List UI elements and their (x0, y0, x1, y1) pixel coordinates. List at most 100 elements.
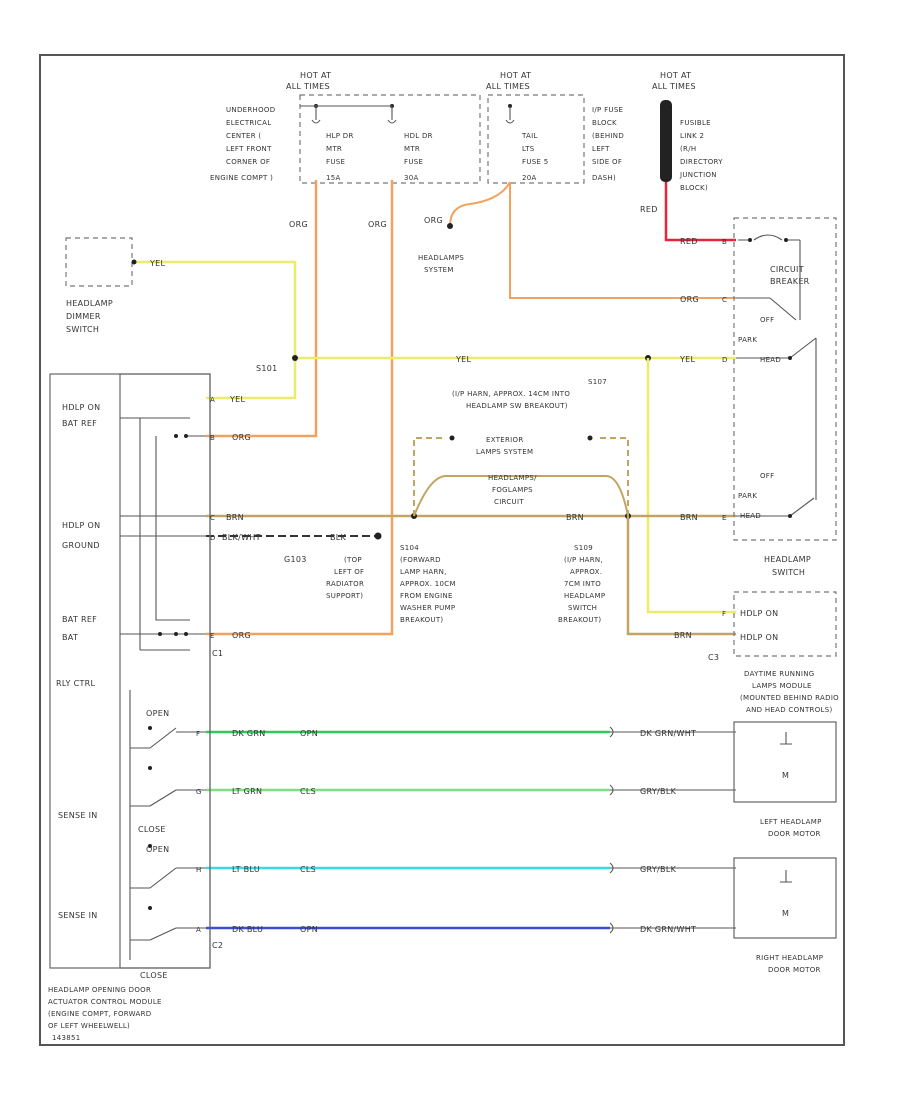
pin-c: C (210, 514, 215, 522)
underhood-label-6: ENGINE COMPT ) (210, 174, 273, 182)
left-motor-1: LEFT HEADLAMP (760, 818, 822, 826)
wire-org-bat (206, 180, 394, 636)
label-org-3: ORG (424, 216, 443, 225)
circuit-breaker-1: CIRCUIT (770, 265, 804, 274)
pin-a: A (210, 396, 215, 404)
label-cls: CLS (300, 787, 316, 796)
hot-label-tail-1: HOT AT (500, 71, 531, 80)
module-bat: BAT (62, 633, 78, 642)
label-lt-blu: LT BLU (232, 865, 260, 874)
pin-e1: E (722, 514, 727, 522)
module-bat-ref: BAT REF (62, 419, 97, 428)
label-brn-2: BRN (566, 513, 584, 522)
headlamps-system-connector (447, 223, 453, 229)
exterior-lamps-2: LAMPS SYSTEM (476, 448, 533, 456)
underhood-fuse-box (299, 94, 481, 184)
exterior-lamps-1: EXTERIOR (486, 436, 524, 444)
underhood-label-5: CORNER OF (226, 158, 270, 166)
circuit-breaker-2: BREAKER (770, 277, 810, 286)
module-sense-1: SENSE IN (58, 811, 98, 820)
label-blk-wht: BLK/WHT (222, 533, 261, 542)
hot-label-fusible-2: ALL TIMES (652, 82, 696, 91)
switch-off-1: OFF (760, 316, 774, 324)
s109-3: 7CM INTO (564, 580, 601, 588)
headlamps-system-2: SYSTEM (424, 266, 454, 274)
wire-org-circuit-breaker (509, 182, 736, 299)
s104-4: FROM ENGINE (400, 592, 453, 600)
hot-label-dimmer-2: ALL TIMES (286, 82, 330, 91)
module-open-1: OPEN (146, 709, 169, 718)
g103-1: (TOP (344, 556, 362, 564)
fuse-hdl-dr-4: 30A (404, 174, 419, 182)
drl-title-4: AND HEAD CONTROLS) (746, 706, 833, 714)
drl-hlp-on: HDLP ON (740, 609, 778, 618)
label-org-tan: ORG (232, 631, 251, 640)
drl-module: HDLP ON HDLP ON C3 DAYTIME RUNNING LAMPS… (708, 591, 839, 714)
label-org-bat: ORG (232, 433, 251, 442)
drl-c3: C3 (708, 653, 719, 662)
pin-a1: A (196, 926, 201, 934)
s109-4: HEADLAMP (564, 592, 605, 600)
g103-2: LEFT OF (334, 568, 364, 576)
underhood-electrical-center: HOT AT ALL TIMES UNDERHOOD ELECTRICAL CE… (210, 71, 481, 184)
fuse-hlp-dr-2: MTR (326, 145, 342, 153)
fuse-tail-4: 20A (522, 174, 537, 182)
label-dk-grn-wht-2: DK GRN/WHT (640, 925, 696, 934)
hot-label-fusible-1: HOT AT (660, 71, 691, 80)
s104-2: LAMP HARN, (400, 568, 447, 576)
pin-e: E (210, 632, 215, 640)
pin-d1: D (722, 356, 728, 364)
module-c1: C1 (212, 649, 223, 658)
drl-title-1: DAYTIME RUNNING (744, 670, 815, 678)
fuse-hdl-dr-1: HDL DR (404, 132, 433, 140)
left-motor-m: M (782, 771, 789, 780)
pin-f1: F (722, 610, 726, 618)
pin-c1: C (722, 296, 727, 304)
s104-5: WASHER PUMP (400, 604, 455, 612)
drl-title-2: LAMPS MODULE (752, 682, 812, 690)
underhood-label-3: CENTER ( (226, 132, 261, 140)
fuse-tail-3: FUSE 5 (522, 158, 549, 166)
underhood-label-2: ELECTRICAL (226, 119, 271, 127)
fusible-link: HOT AT ALL TIMES FUSIBLE LINK 2 (R/H DIR… (652, 71, 723, 192)
hl-fog-group-2: FOGLAMPS (492, 486, 533, 494)
s109-2: APPROX. (570, 568, 602, 576)
dimmer-label-2: DIMMER (66, 312, 101, 321)
headlamp-switch-label-2: SWITCH (772, 568, 805, 577)
right-headlamp-door-motor: M RIGHT HEADLAMP DOOR MOTOR (733, 857, 837, 974)
headlamp-dimmer-switch (65, 237, 133, 287)
module-title-1: HEADLAMP OPENING DOOR (48, 986, 151, 994)
fuse-hlp-dr-3: FUSE (326, 158, 345, 166)
switch-park-2: PARK (738, 492, 757, 500)
ground-g103: G103 (284, 555, 307, 564)
label-lt-grn: LT GRN (232, 787, 262, 796)
module-rly-ctrl: RLY CTRL (56, 679, 96, 688)
label-brn-right: BRN (680, 513, 698, 522)
pin-h: H (196, 866, 202, 874)
module-hlp-on-2: HDLP ON (62, 521, 100, 530)
dimmer-label-3: SWITCH (66, 325, 99, 334)
switch-park-1: PARK (738, 336, 757, 344)
label-dk-grn-wht: DK GRN/WHT (640, 729, 696, 738)
ip-block-3: (BEHIND (592, 132, 624, 140)
ip-block-5: SIDE OF (592, 158, 622, 166)
g103-4: SUPPORT) (326, 592, 363, 600)
fusible-4: DIRECTORY (680, 158, 723, 166)
module-close-2: CLOSE (140, 971, 168, 980)
fuse-hdl-dr-3: FUSE (404, 158, 423, 166)
label-org-2: ORG (368, 220, 387, 229)
hot-label-tail-2: ALL TIMES (486, 82, 530, 91)
diagram-frame (39, 54, 845, 1046)
fusible-3: (R/H (680, 145, 696, 153)
label-red-2: RED (680, 237, 698, 246)
drl-title-3: (MOUNTED BEHIND RADIO (740, 694, 839, 702)
switch-head-1: HEAD (760, 356, 781, 364)
fusible-link-body (660, 100, 672, 182)
switch-head-2: HEAD (740, 512, 761, 520)
ip-block-6: DASH) (592, 174, 616, 182)
fuse-hdl-dr-2: MTR (404, 145, 420, 153)
wire-brn-drl (626, 516, 736, 636)
right-motor-1: RIGHT HEADLAMP (756, 954, 823, 962)
wire-red (664, 182, 736, 242)
label-yel-hlp: YEL (229, 395, 246, 404)
